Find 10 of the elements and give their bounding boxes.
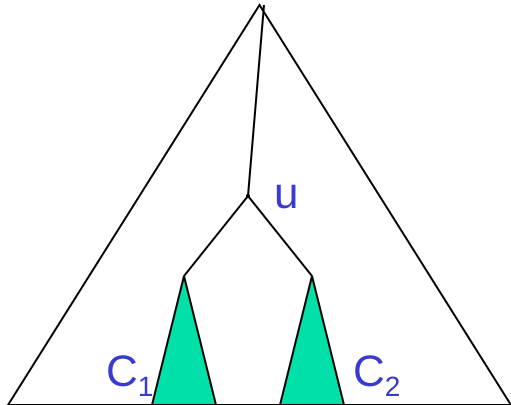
tree-edge [247, 4, 265, 196]
vertex-label: u [274, 172, 298, 216]
tree-edge [183, 195, 249, 277]
triangle-shape [8, 5, 511, 405]
tree-edge [247, 195, 313, 277]
triangle-shape [280, 276, 344, 405]
vertex-label: C$_{1}$ [106, 350, 154, 394]
vertex-dot [246, 194, 250, 198]
triangle-shape [152, 276, 216, 405]
vertex-label: C$_{2}$ [353, 350, 400, 394]
